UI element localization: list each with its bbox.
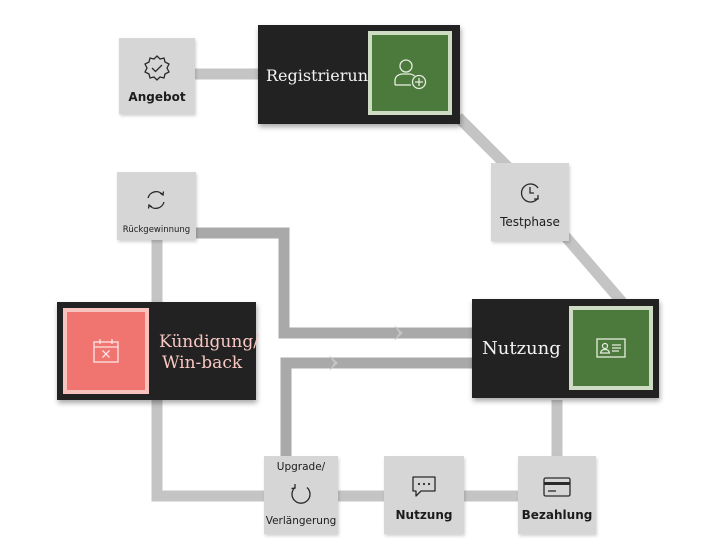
upgrade-label-line1: Upgrade/	[276, 461, 326, 473]
connector-upgrade-to-nutzung	[280, 357, 472, 458]
calendar-cancel-icon	[93, 339, 119, 363]
kuendigung-icon-tile	[63, 308, 149, 394]
node-nutzung-main[interactable]: Nutzung	[472, 299, 659, 398]
connector-kuendigung-upgrade	[151, 400, 268, 502]
registrierung-icon-tile	[368, 31, 452, 115]
upgrade-label-line2: Verlängerung	[265, 515, 337, 527]
node-upgrade[interactable]: Upgrade/ Verlängerung	[264, 456, 338, 534]
testphase-label: Testphase	[500, 215, 560, 229]
node-testphase[interactable]: Testphase	[491, 163, 569, 241]
rueckgewinnung-label: Rückgewinnung	[122, 225, 191, 235]
id-card-icon	[596, 338, 626, 358]
connector-arrow-lower	[329, 355, 338, 371]
connector-rueckgewinnung-to-nutzung	[196, 227, 472, 339]
refresh-arrows-icon	[147, 191, 165, 209]
connector-testphase-nutzung	[560, 232, 627, 306]
node-rueckgewinnung[interactable]: Rückgewinnung	[117, 172, 196, 240]
kuendigung-label-line1: Kündigung/	[159, 332, 259, 352]
node-bezahlung[interactable]: Bezahlung	[518, 456, 596, 534]
node-kuendigung[interactable]: Kündigung/ Win-back	[57, 302, 259, 400]
bezahlung-label: Bezahlung	[521, 508, 593, 522]
kuendigung-label-line2: Win-back	[162, 353, 243, 373]
angebot-label: Angebot	[128, 90, 186, 104]
badge-check-icon	[144, 55, 170, 81]
renew-arrow-icon	[291, 484, 311, 504]
registrierung-label: Registrierung	[266, 66, 379, 85]
clock-arrow-icon	[520, 183, 539, 203]
chat-bubble-icon	[412, 476, 436, 497]
nutzung-small-label: Nutzung	[395, 508, 453, 522]
nutzung-main-label: Nutzung	[482, 338, 561, 359]
node-nutzung-small[interactable]: Nutzung	[384, 456, 464, 534]
node-registrierung[interactable]: Registrierung	[258, 25, 460, 124]
nutzung-main-icon-tile	[569, 306, 653, 390]
connector-arrow-upper	[394, 325, 403, 341]
node-angebot[interactable]: Angebot	[119, 38, 195, 114]
credit-card-icon	[543, 477, 571, 497]
add-user-icon	[394, 59, 427, 90]
